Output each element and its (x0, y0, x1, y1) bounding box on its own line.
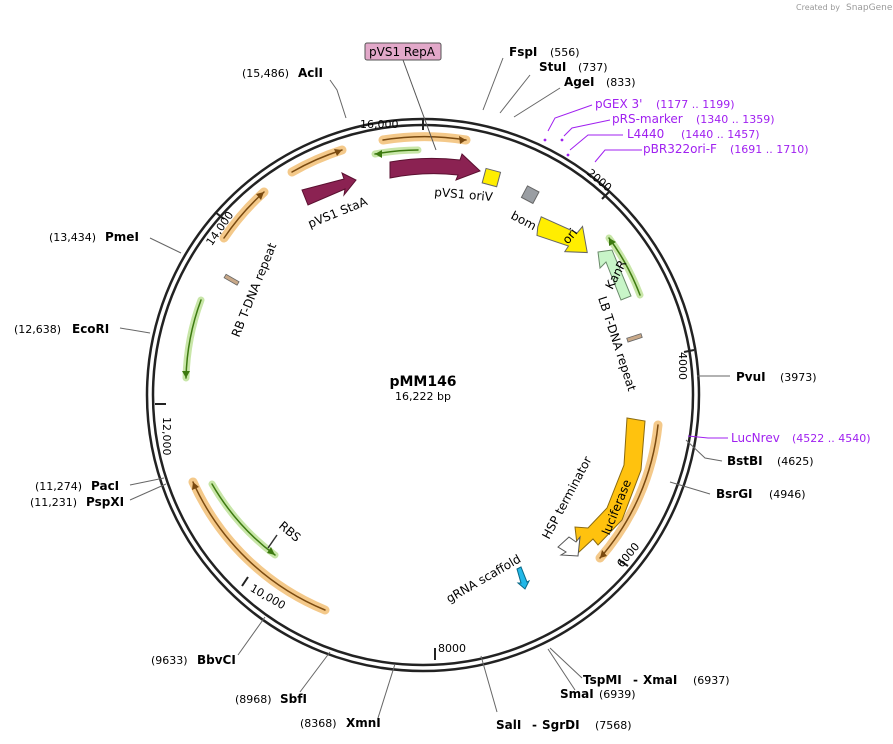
rbs-marker (267, 534, 278, 549)
snapgene-logo: SnapGene (846, 3, 893, 13)
site-pos-acli: (15,486) (242, 67, 289, 80)
pvs1-staa-arrow[interactable] (301, 172, 357, 206)
tick-6000 (618, 559, 629, 567)
site-name-stui: StuI (539, 60, 566, 74)
pvs1-repa-leader (402, 59, 437, 151)
tick-label-8000: 8000 (438, 642, 466, 655)
hsp-terminator-arrow[interactable] (557, 535, 581, 557)
pvs1-oriv-label: pVS1 oriV (434, 185, 494, 204)
rb-repeat-marker (223, 273, 240, 286)
ori-arrow[interactable] (530, 201, 595, 270)
primer-labels: pGEX 3' (1177 .. 1199) pRS-marker (1340 … (595, 97, 871, 445)
site-name-smai: SmaI (560, 687, 594, 701)
orange-arrowheads (192, 136, 607, 558)
tick-label-16000: 16,000 (360, 118, 399, 131)
site-pos-xmai: (6937) (693, 674, 730, 687)
site-name-bsrgi: BsrGI (716, 487, 753, 501)
site-name-xmni: XmnI (346, 716, 381, 730)
primer-name-pgex3: pGEX 3' (595, 97, 642, 111)
luciferase-label: luciferase (599, 478, 634, 537)
site-pos-stui: (737) (578, 61, 608, 74)
plasmid-name: pMM146 (389, 374, 456, 390)
luciferase-arrow[interactable] (574, 417, 646, 555)
bom-box[interactable] (520, 185, 540, 205)
tick-label-6000: 6000 (614, 540, 642, 570)
created-by-text: Created by (796, 3, 840, 12)
primer-name-pbr322ori-f: pBR322ori-F (643, 142, 717, 156)
site-pos-pmei: (13,434) (49, 231, 96, 244)
primer-leaders (547, 104, 728, 439)
svg-text:-: - (633, 673, 638, 687)
svg-text:-: - (532, 718, 537, 732)
primer-name-l4440: L4440 (627, 127, 664, 141)
site-pos-paci: (11,274) (35, 480, 82, 493)
site-name-sgrdi: SgrDI (542, 718, 580, 732)
primer-pos-l4440: (1440 .. 1457) (681, 128, 760, 141)
rbs-label: RBS (276, 519, 303, 545)
primer-pos-prs-marker: (1340 .. 1359) (696, 113, 775, 126)
site-pos-sgrdi: (7568) (595, 719, 632, 732)
rb-repeat-label: RB T-DNA repeat (229, 241, 280, 340)
site-pos-smai: (6939) (599, 688, 636, 701)
tick-14000 (214, 211, 225, 220)
kanr-arrow[interactable] (597, 249, 632, 301)
site-name-fspi: FspI (509, 45, 537, 59)
primer-pos-pgex3: (1177 .. 1199) (656, 98, 735, 111)
site-pos-pspxi: (11,231) (30, 496, 77, 509)
grna-scaffold-label: gRNA scaffold (444, 552, 524, 606)
primer-name-prs-marker: pRS-marker (612, 112, 683, 126)
lb-repeat-marker (626, 333, 643, 343)
site-name-paci: PacI (91, 479, 119, 493)
bom-label: bom (509, 208, 539, 233)
site-name-pspxi: PspXI (86, 495, 124, 509)
grna-scaffold-arrow[interactable] (516, 566, 531, 590)
site-pos-bstbi: (4625) (777, 455, 814, 468)
site-name-bstbi: BstBI (727, 454, 763, 468)
tick-label-4000: 4000 (676, 352, 689, 380)
site-name-tspmi: TspMI (583, 673, 622, 687)
tick-2000 (601, 191, 610, 200)
site-name-xmai: XmaI (643, 673, 677, 687)
site-name-sbfi: SbfI (280, 692, 307, 706)
oriv-box[interactable] (481, 167, 502, 188)
site-pos-xmni: (8368) (300, 717, 337, 730)
tick-label-12000: 12,000 (160, 417, 173, 456)
site-name-pmei: PmeI (105, 230, 139, 244)
site-name-pvui: PvuI (736, 370, 766, 384)
site-name-acli: AclI (298, 66, 323, 80)
site-name-agei: AgeI (564, 75, 594, 89)
lb-repeat-label: LB T-DNA repeat (595, 295, 639, 393)
site-leaders (119, 57, 730, 719)
primer-pos-lucnrev: (4522 .. 4540) (792, 432, 871, 445)
site-pos-bbvci: (9633) (151, 654, 188, 667)
green-arrowheads (182, 150, 616, 555)
pvs1-repa-label: pVS1 RepA (369, 45, 436, 59)
primer-dots (543, 138, 570, 157)
site-name-bbvci: BbvCI (197, 653, 236, 667)
site-name-ecori: EcoRI (72, 322, 109, 336)
primer-pos-pbr322ori-f: (1691 .. 1710) (730, 143, 809, 156)
primer-name-lucnrev: LucNrev (731, 431, 780, 445)
site-name-sali: SalI (496, 718, 521, 732)
site-pos-ecori: (12,638) (14, 323, 61, 336)
site-labels: (15,486) AclI FspI (556) StuI (737) AgeI… (14, 45, 817, 732)
pvs1-oriv-arrow[interactable] (389, 153, 481, 181)
site-pos-agei: (833) (606, 76, 636, 89)
site-pos-fspi: (556) (550, 46, 580, 59)
plasmid-length: 16,222 bp (395, 390, 451, 403)
site-pos-sbfi: (8968) (235, 693, 272, 706)
site-pos-bsrgi: (4946) (769, 488, 806, 501)
site-pos-pvui: (3973) (780, 371, 817, 384)
tick-10000 (241, 576, 249, 587)
tick-4000 (683, 349, 695, 353)
tick-marks (155, 118, 695, 660)
